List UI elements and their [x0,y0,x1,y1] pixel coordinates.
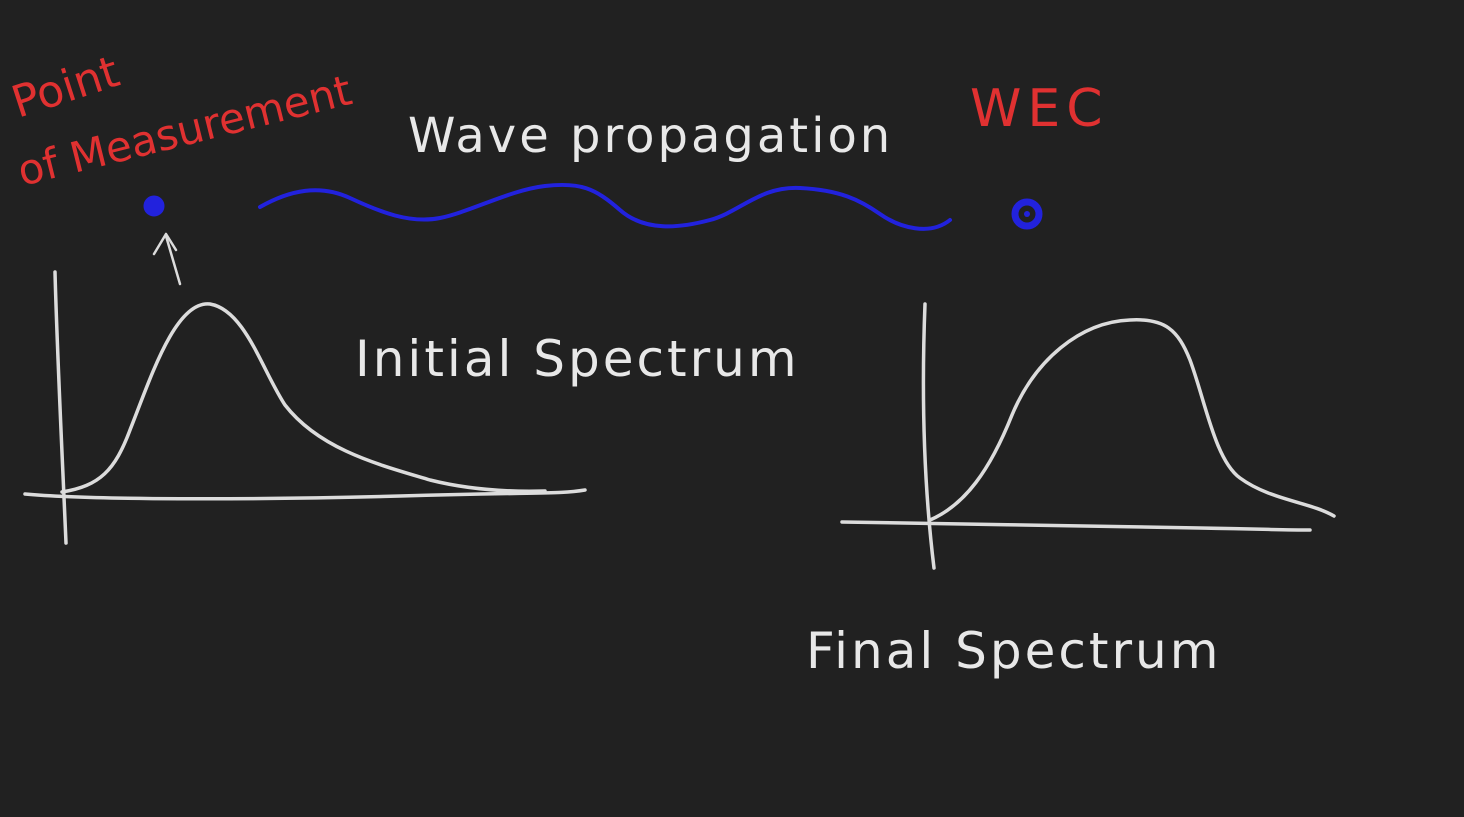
pointer-arrow-icon [152,232,182,286]
wave-propagation-label: Wave propagation [408,108,893,164]
final-spectrum-label: Final Spectrum [806,622,1221,680]
final-spectrum-curve [928,318,1336,522]
wec-label: WEC [970,79,1109,139]
final-spectrum-plot [840,302,1336,570]
initial-spectrum-curve [60,302,547,494]
initial-spectrum-label: Initial Spectrum [355,330,800,388]
wave-line [258,182,952,231]
point-of-measurement-label: Point of Measurement [6,46,357,196]
initial-y-axis [53,270,68,545]
wec-device-icon [1011,198,1043,230]
final-y-axis [921,302,936,570]
point-of-measurement-line1: Point [6,46,126,128]
measurement-point-dot-icon [143,195,165,217]
initial-spectrum-plot [23,270,587,545]
final-x-axis [840,520,1312,532]
initial-x-axis [23,488,587,501]
